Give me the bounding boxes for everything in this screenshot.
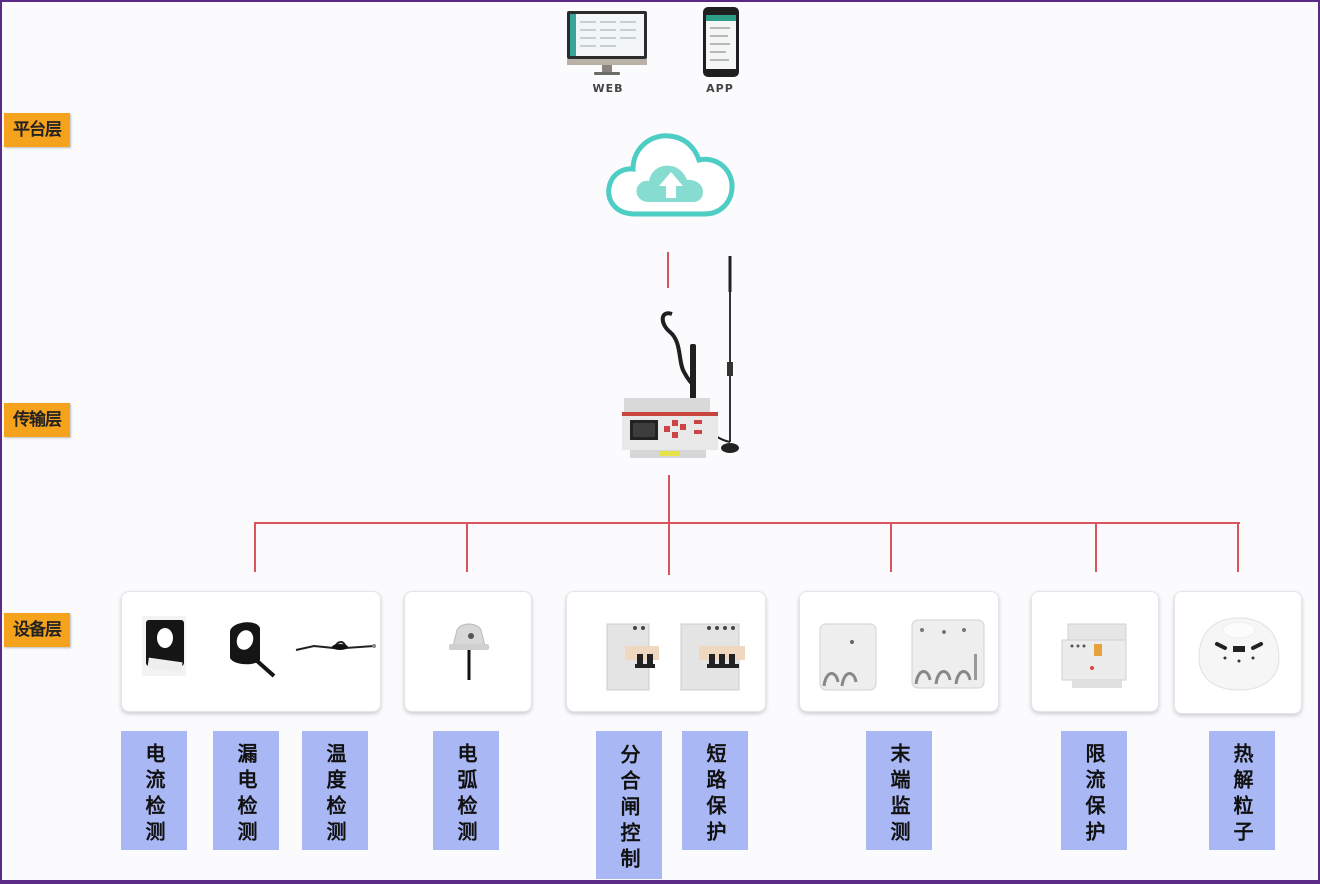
branch-line-4	[890, 522, 892, 572]
smartphone-icon	[703, 7, 739, 77]
cloud-upload-icon	[606, 133, 735, 217]
ring-ct-icon	[230, 622, 276, 678]
endpoint-label-web: WEB	[592, 82, 624, 95]
layer-tag-platform: 平台层	[4, 113, 70, 147]
function-label-arc: 电弧检测	[433, 731, 499, 850]
function-label-current-limit: 限流保护	[1061, 731, 1127, 850]
current-limiter-icon	[1061, 623, 1127, 688]
branch-line-1	[254, 522, 256, 572]
bus-line	[254, 522, 1240, 524]
terminal-module-3p-icon	[911, 619, 985, 689]
device-card-terminal	[799, 591, 999, 712]
device-card-sensors	[121, 591, 381, 712]
terminal-module-2p-icon	[819, 623, 877, 691]
gateway-device-icon	[622, 256, 739, 458]
layer-tag-transport: 传输层	[4, 403, 70, 437]
branch-line-6	[1237, 522, 1239, 572]
function-label-switching: 分合闸控制	[596, 731, 662, 879]
function-label-current: 电流检测	[121, 731, 187, 850]
monitor-icon	[567, 11, 647, 75]
trunk-line	[668, 475, 670, 575]
branch-line-2	[466, 522, 468, 572]
function-label-pyrolysis: 热解粒子	[1209, 731, 1275, 850]
arc-sensor-icon	[449, 623, 489, 680]
layer-tag-device: 设备层	[4, 613, 70, 647]
link-cloud-gateway	[667, 252, 669, 288]
function-label-short-circuit: 短路保护	[682, 731, 748, 850]
temperature-probe-icon	[295, 641, 376, 651]
device-card-detector	[1174, 591, 1302, 714]
function-label-terminal: 末端监测	[866, 731, 932, 850]
endpoint-label-app: APP	[706, 82, 734, 95]
device-card-breakers	[566, 591, 766, 712]
device-card-arc	[404, 591, 532, 712]
split-core-ct-icon	[142, 616, 186, 676]
breaker-4p-icon	[680, 623, 745, 691]
branch-line-5	[1095, 522, 1097, 572]
device-card-limiter	[1031, 591, 1159, 712]
function-label-leakage: 漏电检测	[213, 731, 279, 850]
function-label-temperature: 温度检测	[302, 731, 368, 850]
breaker-2p-icon	[606, 623, 659, 691]
heat-detector-icon	[1198, 617, 1280, 691]
